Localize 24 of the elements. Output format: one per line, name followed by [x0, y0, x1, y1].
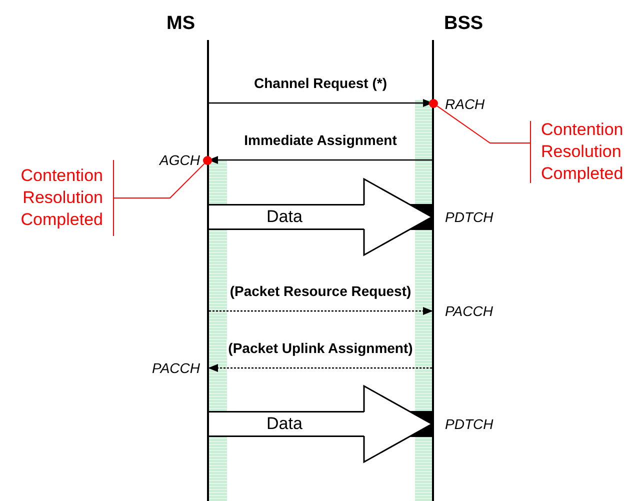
participant-label: BSS [444, 12, 484, 36]
contact-dot [429, 99, 438, 108]
channel-label: AGCH [160, 152, 200, 168]
edge-label: Data [266, 207, 302, 227]
participant-label: MS [166, 12, 195, 36]
arrow [208, 364, 432, 372]
block-arrow [209, 178, 433, 256]
leader-line [114, 163, 205, 198]
edge-label: (Packet Uplink Assignment) [226, 340, 415, 356]
contact-dot [203, 156, 212, 165]
channel-label: PACCH [152, 360, 200, 376]
edge-label: (Packet Resource Request) [228, 283, 414, 299]
channel-label: PDTCH [445, 416, 494, 432]
edge-label: Immediate Assignment [242, 132, 399, 148]
channel-label: PDTCH [445, 209, 494, 225]
edge-label: Data [266, 414, 302, 434]
block-arrow [209, 385, 433, 463]
channel-label: PACCH [445, 303, 493, 319]
channel-label: RACH [445, 96, 485, 112]
callout-text: Contention Resolution Completed [530, 121, 630, 183]
leader-line [436, 106, 530, 144]
edge-label: Channel Request (*) [252, 75, 389, 91]
arrow [209, 307, 433, 315]
callout-text: Contention Resolution Completed [4, 160, 114, 236]
